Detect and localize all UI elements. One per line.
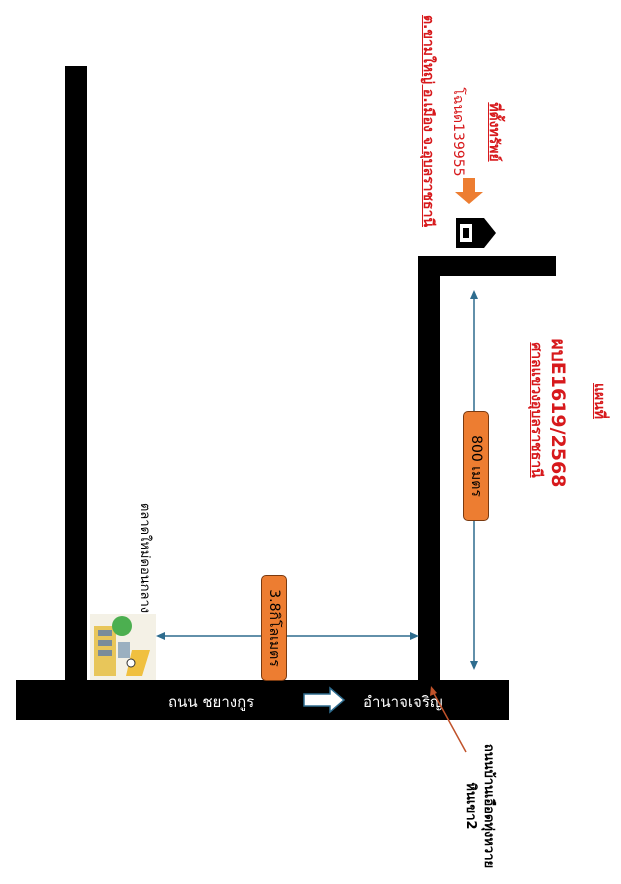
deed-number: โฉนด139955 <box>450 87 466 177</box>
case-number: ผบE1619/2568 <box>547 338 569 488</box>
property-location: ต.ขามใหญ่ อ.เมือง จ.อุบลราชธานี <box>420 14 436 228</box>
map-title: แผนที่ <box>591 382 607 420</box>
house-icon <box>456 218 496 248</box>
distance-main-pill: 3.8กิโลเมตร <box>261 575 287 681</box>
side-road-top <box>418 256 556 276</box>
orange-arrow-icon <box>455 178 483 204</box>
main-road-left-label: ถนน ชยางกูร <box>168 693 255 711</box>
direction-arrow-icon <box>303 686 346 714</box>
side-road <box>418 256 440 682</box>
court-name: ศาลแขวงอุบลราชธานี <box>528 342 544 478</box>
side-road-pointer <box>431 689 467 753</box>
distance-side-label: 800 เมตร <box>468 435 484 497</box>
side-road-label: ถนนบ้านเอือดทุ่งหวายหินเขา2 <box>463 743 496 869</box>
distance-side-pill: 800 เมตร <box>463 411 489 521</box>
distance-main-label: 3.8กิโลเมตร <box>266 589 282 667</box>
market-icon <box>90 614 156 680</box>
market-label: ตลาดใหม่ดอนกลาง <box>137 502 152 614</box>
property-title: ที่ตั้งทรัพย์ <box>486 102 502 162</box>
main-road <box>16 680 509 720</box>
left-road <box>65 66 87 682</box>
main-road-right-label: อำนาจเจริญ <box>363 693 443 711</box>
